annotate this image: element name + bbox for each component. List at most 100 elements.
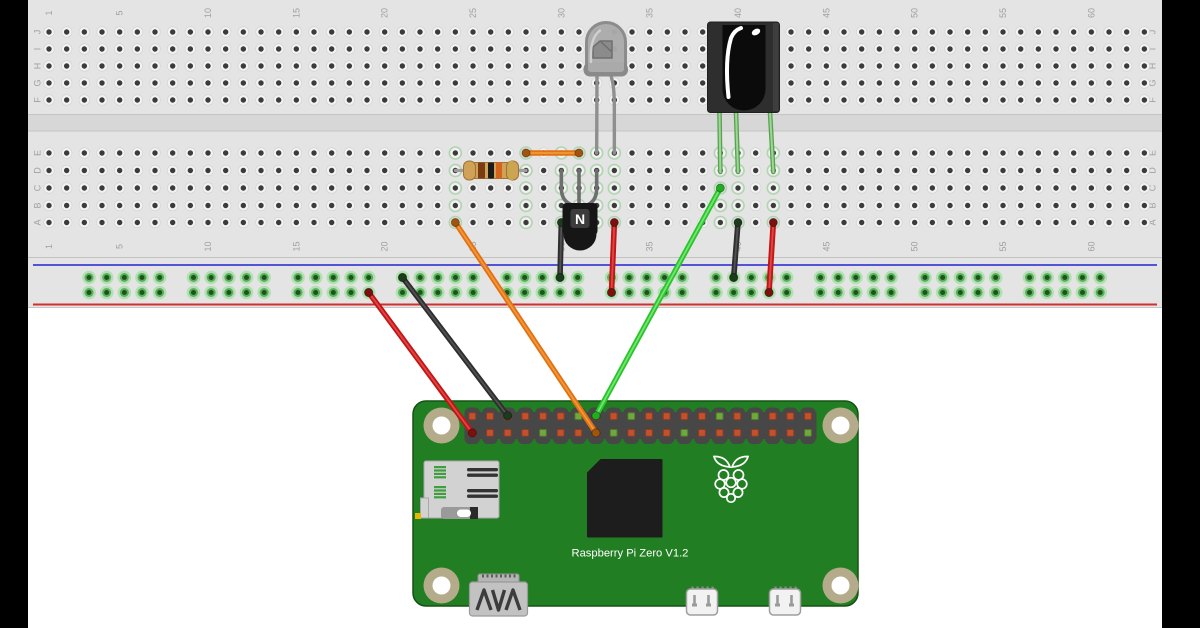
breadboard-hole — [644, 94, 656, 106]
gpio-pin[interactable] — [733, 412, 742, 421]
gpio-pin[interactable] — [468, 412, 477, 421]
breadboard-hole — [326, 182, 338, 194]
breadboard-hole — [661, 182, 673, 194]
gpio-pin[interactable] — [645, 429, 653, 437]
led[interactable] — [583, 21, 628, 155]
gpio-pin[interactable] — [627, 429, 636, 437]
breadboard-hole — [803, 43, 815, 55]
breadboard-hole — [873, 60, 885, 72]
gpio-pin[interactable] — [556, 412, 565, 421]
jumper-orange-horizontal[interactable] — [521, 148, 584, 158]
breadboard-hole — [202, 216, 214, 229]
gpio-pin[interactable] — [645, 412, 653, 421]
gpio-pin[interactable] — [662, 412, 671, 421]
gpio-pin[interactable] — [680, 412, 689, 421]
gpio-pin[interactable] — [751, 412, 759, 421]
breadboard-hole — [167, 216, 179, 229]
gpio-pin[interactable] — [539, 429, 547, 437]
breadboard-hole — [1121, 199, 1133, 212]
breadboard-hole — [944, 26, 956, 38]
gpio-pin[interactable] — [804, 412, 812, 421]
gpio-pin[interactable] — [698, 429, 706, 437]
gpio-pin[interactable] — [539, 412, 547, 421]
breadboard-hole — [361, 43, 373, 55]
rail-hole — [222, 285, 236, 300]
breadboard-hole — [538, 26, 550, 38]
gpio-pin[interactable] — [556, 429, 565, 437]
jumper-red-left[interactable] — [606, 217, 619, 298]
gpio-pin[interactable] — [680, 429, 689, 437]
breadboard-hole — [731, 181, 745, 195]
breadboard-hole — [644, 216, 656, 229]
breadboard-hole — [1138, 26, 1150, 38]
gpio-pin[interactable] — [786, 412, 795, 421]
breadboard-hole — [909, 164, 921, 177]
breadboard-hole — [820, 60, 832, 72]
rail-hole — [99, 285, 114, 300]
breadboard-hole — [502, 182, 514, 194]
breadboard-hole — [803, 26, 815, 38]
breadboard-hole — [1138, 216, 1150, 229]
rail-hole — [1075, 270, 1090, 285]
rail-hole — [553, 285, 567, 300]
gpio-pin[interactable] — [609, 429, 618, 437]
rail-hole — [1093, 285, 1107, 300]
breadboard-hole — [379, 77, 391, 89]
breadboard-hole — [838, 216, 850, 229]
breadboard-hole — [485, 147, 497, 159]
gpio-pin[interactable] — [486, 429, 494, 437]
rail-hole — [744, 285, 759, 300]
breadboard-hole — [697, 43, 709, 55]
jumper-black-left[interactable] — [555, 217, 566, 283]
gpio-pin[interactable] — [715, 429, 724, 437]
gpio-pin[interactable] — [804, 429, 812, 437]
breadboard-hole — [343, 43, 355, 55]
wire-orange-gpio[interactable] — [450, 217, 601, 438]
gpio-pin[interactable] — [715, 412, 724, 421]
rail-hole — [866, 285, 881, 300]
jumper-black-right[interactable] — [729, 217, 743, 283]
breadboard-hole — [873, 147, 885, 159]
wire-black-ground[interactable] — [397, 272, 513, 421]
gpio-pin[interactable] — [662, 429, 671, 437]
breadboard-hole — [396, 94, 408, 106]
gpio-pin[interactable] — [698, 412, 706, 421]
gpio-pin[interactable] — [521, 412, 530, 421]
transistor[interactable]: N — [559, 168, 599, 251]
breadboard-hole — [891, 216, 903, 229]
gpio-pin[interactable] — [768, 412, 777, 421]
gpio-pin[interactable] — [609, 412, 618, 421]
breadboard-hole — [308, 182, 320, 194]
gpio-pin[interactable] — [503, 429, 512, 437]
breadboard-hole — [607, 198, 622, 213]
breadboard-hole — [273, 43, 285, 55]
breadboard-hole — [96, 94, 108, 106]
gpio-pin[interactable] — [733, 429, 742, 437]
breadboard-hole — [1085, 164, 1097, 177]
rail-hole — [239, 270, 254, 285]
breadboard-label: 40 — [733, 8, 743, 18]
wire-red-power[interactable] — [364, 287, 477, 438]
breadboard-hole — [485, 199, 497, 212]
wire-green-gpio[interactable] — [591, 183, 725, 421]
gpio-pin[interactable] — [751, 429, 759, 437]
gpio-pin[interactable] — [521, 429, 530, 437]
breadboard-hole — [96, 182, 108, 194]
gpio-pin[interactable] — [627, 412, 636, 421]
rail-hole — [204, 270, 218, 285]
ir-receiver[interactable] — [707, 21, 780, 175]
gpio-pin[interactable] — [574, 429, 583, 437]
breadboard-label: 15 — [291, 8, 301, 18]
gpio-pin[interactable] — [786, 429, 795, 437]
breadboard-hole — [1032, 199, 1044, 212]
breadboard-hole — [909, 216, 921, 229]
breadboard-hole — [926, 77, 938, 89]
raspberry-pi-zero[interactable]: Raspberry Pi Zero V1.2 — [412, 400, 859, 617]
breadboard-hole — [237, 199, 249, 212]
resistor[interactable] — [453, 160, 528, 181]
gpio-pin[interactable] — [486, 412, 494, 421]
breadboard-hole — [78, 147, 90, 159]
breadboard-hole — [962, 182, 974, 194]
gpio-pin[interactable] — [768, 429, 777, 437]
jumper-red-right[interactable] — [764, 217, 778, 298]
